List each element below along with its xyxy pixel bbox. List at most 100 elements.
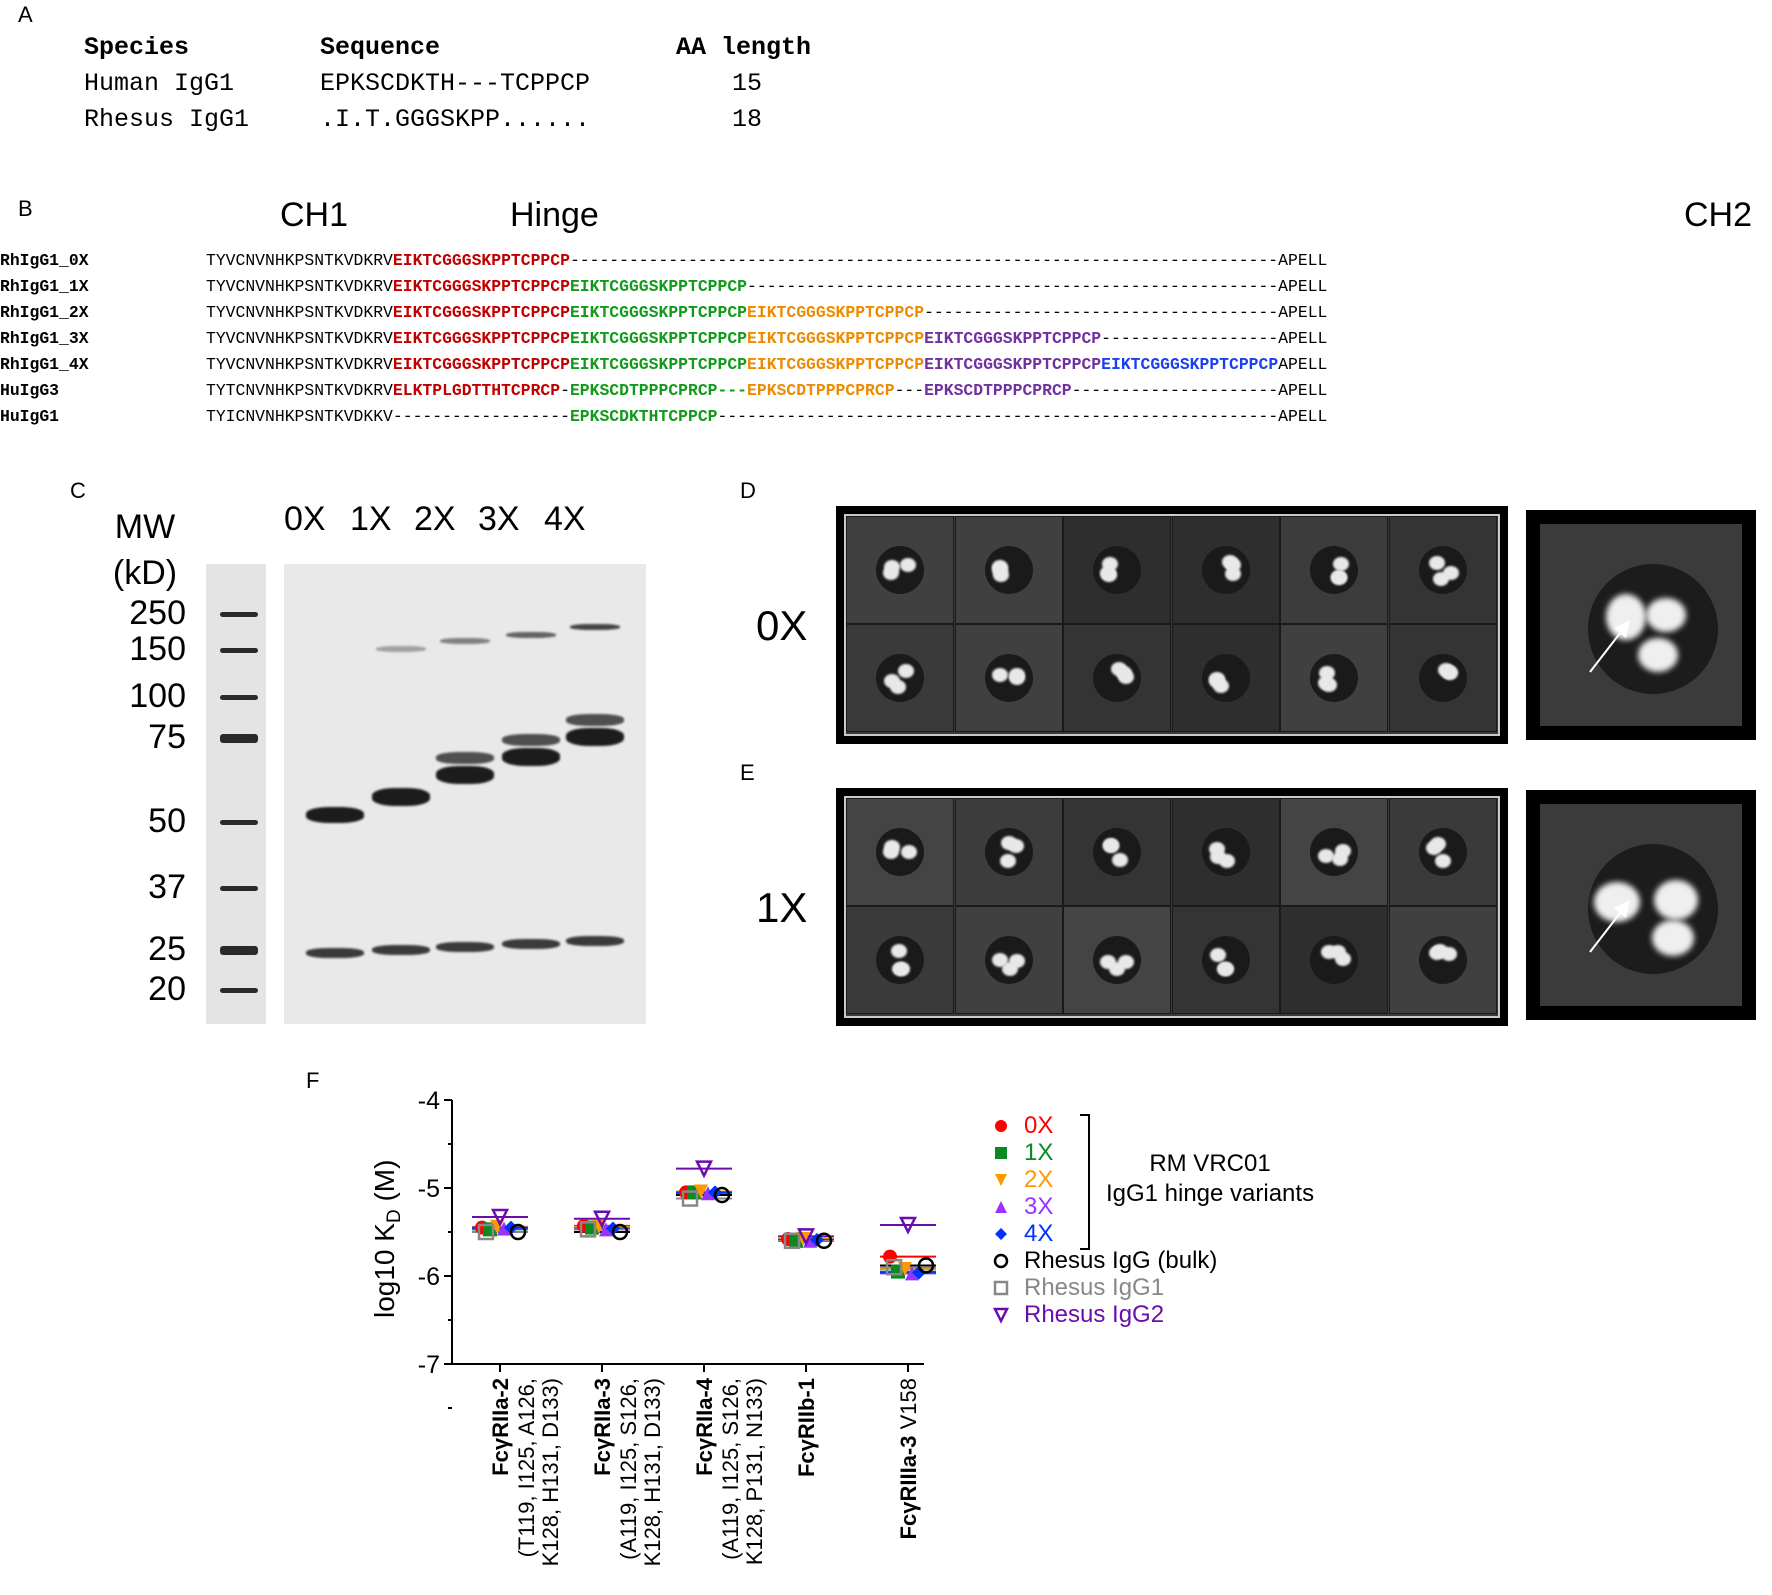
- class-average-tile: [1063, 516, 1171, 624]
- fab-density: [1330, 945, 1347, 960]
- legend-label: Rhesus IgG1: [1024, 1274, 1165, 1301]
- legend-label: 1X: [1024, 1139, 1054, 1166]
- fab-density: [1224, 557, 1241, 572]
- x-category-name: FcγRIIa-3: [590, 1378, 615, 1476]
- fab-density: [899, 558, 916, 573]
- high-mw-band: [376, 646, 426, 652]
- alignment-plain-segment: ------------------: [392, 407, 570, 426]
- ladder-band: [220, 819, 258, 825]
- alignment-plain-segment: APELL: [1278, 407, 1328, 426]
- fab-density: [1333, 557, 1350, 572]
- fab-density: [1646, 598, 1686, 632]
- fab-density: [897, 663, 914, 678]
- data-point: [701, 1186, 715, 1201]
- zoom-average-0x: [1526, 510, 1756, 740]
- hinge-segment-red: EIKTCGGGSKPPTCPPCP: [392, 277, 570, 296]
- panel-a-table: Species Sequence AA length Human IgG1 EP…: [84, 30, 932, 138]
- table-row: Rhesus IgG1 .I.T.GGGSKPP...... 18: [84, 102, 932, 138]
- legend-marker: [995, 1201, 1007, 1213]
- light-chain-band: [306, 948, 364, 958]
- class-average-tile: [1280, 624, 1388, 732]
- particle: [984, 654, 1033, 702]
- legend-label: 0X: [1024, 1112, 1054, 1139]
- hinge-segment-purple: EIKTCGGGSKPPTCPPCP: [924, 329, 1102, 348]
- data-point: [898, 1216, 918, 1235]
- high-mw-band: [440, 638, 490, 644]
- x-category-label: FcγRIIb-1: [794, 1378, 819, 1477]
- class-averages-1x: [836, 788, 1508, 1026]
- legend-label: 2X: [1024, 1166, 1054, 1193]
- fab-density: [891, 944, 908, 959]
- fab-density: [1428, 556, 1445, 571]
- light-chain-band: [372, 945, 430, 955]
- hinge-segment-green: EIKTCGGGSKPPTCPPCP: [569, 355, 748, 374]
- particle: [1418, 546, 1467, 594]
- alignment-plain-segment: TYVCNVNHKPSNTKVDKRV: [206, 355, 393, 374]
- sequence-cell: .I.T.GGGSKPP......: [320, 105, 591, 134]
- x-category-detail: K128, H131, D133): [640, 1378, 665, 1566]
- data-point: [796, 1228, 816, 1247]
- heavy-chain-band: [372, 788, 430, 806]
- hinge-segment-purple: EIKTCGGGSKPPTCPPCP: [924, 355, 1102, 374]
- table-header: Species Sequence AA length: [84, 30, 932, 66]
- fab-density: [1007, 839, 1024, 854]
- fab-density: [1430, 836, 1447, 851]
- fab-density: [889, 679, 906, 694]
- alignment-row-name: RhIgG1_4X: [0, 355, 89, 374]
- length-cell: 15: [732, 69, 763, 98]
- mw-marker-label: 75: [148, 718, 186, 756]
- lane-label: 0X: [284, 500, 326, 538]
- legend-entry: Rhesus IgG (bulk): [990, 1247, 1217, 1275]
- particle-zoom: [1588, 844, 1718, 974]
- light-chain-band: [436, 942, 494, 952]
- legend-marker: [995, 1228, 1007, 1240]
- alignment-row: RhIgG1_4X TYVCNVNHKPSNTKVDKRV EIKTCGGGSKPP…: [0, 352, 1327, 378]
- alignment-plain-segment: APELL: [1278, 251, 1328, 270]
- data-point: [579, 1221, 597, 1238]
- domain-label-ch2: CH2: [1684, 196, 1753, 234]
- alignment-row-name: RhIgG1_2X: [0, 303, 89, 322]
- hinge-segment-green: EIKTCGGGSKPPTCPPCP: [569, 277, 748, 296]
- high-mw-band: [506, 632, 556, 638]
- ladder-band: [220, 945, 258, 955]
- arrow-icon: [1589, 900, 1630, 953]
- panel-letter-f: F: [306, 1068, 320, 1093]
- fab-density: [891, 961, 908, 976]
- alignment-plain-segment: APELL: [1278, 277, 1328, 296]
- legend-label: 4X: [1024, 1220, 1054, 1247]
- hinge-segment-green: EIKTCGGGSKPPTCPPCP: [569, 329, 748, 348]
- class-average-tile: [1388, 906, 1497, 1014]
- alignment-plain-segment: TYVCNVNHKPSNTKVDKRV: [206, 251, 393, 270]
- fab-density: [1100, 565, 1117, 580]
- alignment-plain-segment: APELL: [1278, 355, 1328, 374]
- x-category-detail: V158: [896, 1378, 921, 1436]
- particle: [1093, 936, 1141, 984]
- alignment-row-name: RhIgG1_3X: [0, 329, 89, 348]
- alignment-plain-segment: -: [560, 381, 570, 400]
- fab-density: [1332, 851, 1349, 866]
- fab-density: [1434, 853, 1451, 868]
- data-point: [599, 1222, 613, 1237]
- data-point: [912, 1265, 926, 1280]
- particle-zoom: [1588, 564, 1718, 694]
- hinge-segment-red: EIKTCGGGSKPPTCPPCP: [392, 329, 570, 348]
- fab-density: [1100, 955, 1117, 970]
- fab-density: [1318, 665, 1335, 680]
- mw-marker-label: 50: [148, 802, 186, 840]
- alignment-plain-segment: ----------------------------------------…: [717, 407, 1279, 426]
- x-category-detail: (T119, I125, A126,: [514, 1378, 539, 1557]
- particle: [876, 828, 924, 876]
- data-point: [497, 1221, 511, 1236]
- hinge-segment-red: ELKTPLGDTTHTCPRCP: [392, 381, 561, 400]
- particle: [1201, 828, 1250, 876]
- hinge-segment-orange: EIKTCGGGSKPPTCPPCP: [747, 329, 925, 348]
- particle: [1310, 936, 1358, 984]
- header-aa-length: AA length: [676, 33, 812, 62]
- alignment-plain-segment: TYVCNVNHKPSNTKVDKRV: [206, 303, 393, 322]
- data-point: [477, 1223, 495, 1241]
- fab-density: [1317, 848, 1334, 863]
- x-category-detail: K128, P131, N133): [742, 1378, 767, 1565]
- particle: [984, 828, 1033, 876]
- alignment-plain-segment: TYICNVNHKPSNTKVDKKV: [206, 407, 393, 426]
- y-tick-label: -7: [418, 1351, 440, 1379]
